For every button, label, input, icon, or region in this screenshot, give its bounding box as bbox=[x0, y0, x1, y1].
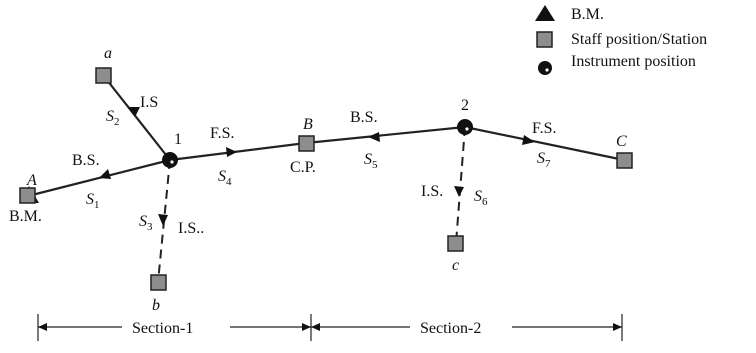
arrow-bs-2 bbox=[368, 132, 380, 142]
staff-C bbox=[616, 152, 633, 169]
arrow-fs-1 bbox=[226, 147, 237, 157]
arrow-bs-1 bbox=[99, 169, 111, 179]
line-1-B bbox=[169, 141, 307, 162]
sight-fs-2: F.S. bbox=[532, 120, 557, 137]
legend-instrument-dot bbox=[545, 68, 549, 72]
distance-s7: S7 bbox=[537, 150, 551, 170]
legend-bm-icon bbox=[535, 5, 555, 21]
label-inst-2: 2 bbox=[461, 97, 469, 114]
arrow-is-c bbox=[454, 186, 464, 197]
section1-arrow-right bbox=[302, 323, 311, 331]
instrument-2 bbox=[457, 119, 473, 135]
section2-label: Section-2 bbox=[420, 320, 481, 337]
section2-arrow-right bbox=[613, 323, 622, 331]
section1-label: Section-1 bbox=[132, 320, 193, 337]
arrow-is-b bbox=[158, 214, 168, 226]
line-2-c bbox=[455, 126, 466, 244]
label-A: A bbox=[26, 172, 37, 189]
distance-s6: S6 bbox=[474, 188, 488, 208]
distance-labels: S1 S2 S3 S4 S5 S6 S7 bbox=[86, 108, 551, 233]
line-1-a bbox=[102, 74, 171, 161]
line-2-C bbox=[464, 125, 625, 162]
instrument-1-dot bbox=[170, 160, 174, 164]
distance-s3: S3 bbox=[139, 213, 153, 233]
section1-arrow-left bbox=[38, 323, 47, 331]
instrument-positions bbox=[162, 119, 473, 168]
sight-is-a: I.S bbox=[140, 94, 158, 111]
staff-b bbox=[150, 274, 167, 291]
label-A-bm: B.M. bbox=[9, 208, 42, 225]
line-B-2 bbox=[305, 125, 466, 145]
staff-a bbox=[95, 67, 112, 84]
distance-s5: S5 bbox=[364, 151, 378, 171]
label-b: b bbox=[152, 297, 160, 314]
label-B: B bbox=[303, 116, 313, 133]
legend-bm-label: B.M. bbox=[571, 6, 604, 23]
staff-A bbox=[19, 187, 36, 204]
distance-s1: S1 bbox=[86, 191, 100, 211]
legend-staff-label: Staff position/Station bbox=[571, 31, 707, 48]
instrument-2-dot bbox=[465, 127, 469, 131]
label-inst-1: 1 bbox=[174, 131, 182, 148]
instrument-1 bbox=[162, 152, 178, 168]
sight-is-b: I.S.. bbox=[178, 220, 204, 237]
point-labels: A B.M. a b B C.P. c C 1 2 bbox=[9, 45, 627, 314]
arrow-is-a bbox=[128, 107, 140, 117]
traverse-lines bbox=[27, 74, 625, 283]
label-B-cp: C.P. bbox=[290, 159, 316, 176]
staff-stations bbox=[19, 67, 633, 291]
label-c: c bbox=[452, 257, 459, 274]
legend-instrument-label: Instrument position bbox=[571, 53, 696, 70]
distance-s2: S2 bbox=[106, 108, 120, 128]
label-a: a bbox=[104, 45, 112, 62]
section-dimensions: Section-1 Section-2 bbox=[37, 314, 623, 341]
staff-c bbox=[447, 235, 464, 252]
arrowheads bbox=[99, 107, 535, 226]
staff-B bbox=[298, 135, 315, 152]
sight-bs-2: B.S. bbox=[350, 109, 378, 126]
section2-arrow-left bbox=[311, 323, 320, 331]
sight-bs-1: B.S. bbox=[72, 152, 100, 169]
arrow-fs-2 bbox=[522, 135, 535, 145]
label-C: C bbox=[616, 133, 627, 150]
legend-staff-icon bbox=[536, 31, 553, 48]
sight-fs-1: F.S. bbox=[210, 125, 235, 142]
legend-instrument-icon bbox=[538, 61, 552, 75]
sight-is-c: I.S. bbox=[421, 183, 443, 200]
legend: B.M. Staff position/Station Instrument p… bbox=[535, 5, 707, 75]
sight-labels: B.S. F.S. I.S I.S.. B.S. F.S. I.S. bbox=[72, 94, 557, 237]
distance-s4: S4 bbox=[218, 168, 232, 188]
